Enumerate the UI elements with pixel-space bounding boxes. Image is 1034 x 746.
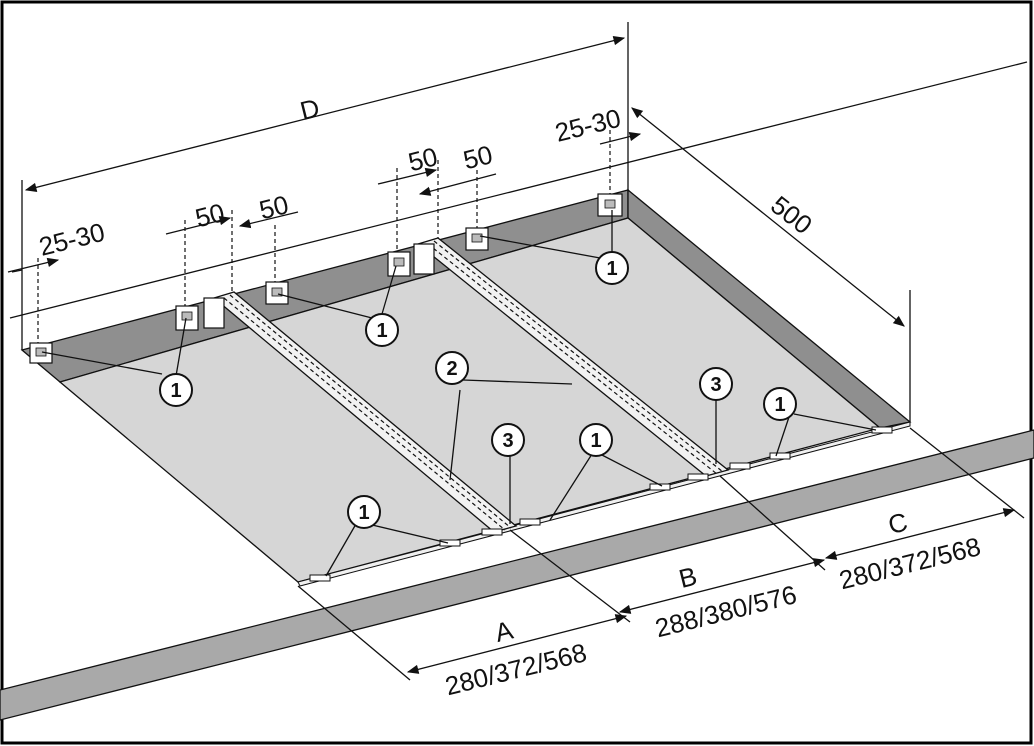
callout-clip-label: 1 [358, 502, 369, 524]
callout-bracket-2: 3 [700, 368, 732, 400]
callout-clip-2: 1 [366, 314, 398, 346]
callout-clip-label: 1 [774, 394, 785, 416]
clip-back-3 [204, 298, 224, 328]
callout-bracket-label: 3 [502, 430, 513, 452]
callout-clip-6: 1 [348, 496, 380, 528]
clip-back-8 [598, 194, 622, 216]
callout-bracket-label: 3 [710, 374, 721, 396]
clip-back-7 [466, 228, 488, 250]
callout-clip-3: 1 [596, 252, 628, 284]
callout-clip-label: 1 [376, 320, 387, 342]
callout-clip-label: 1 [606, 258, 617, 280]
clip-back-2 [176, 306, 198, 330]
callout-clip-label: 1 [170, 380, 181, 402]
callout-clip-1: 1 [160, 374, 192, 406]
callout-clip-label: 1 [590, 430, 601, 452]
clip-back-6 [414, 244, 434, 274]
clip-back-4 [266, 282, 288, 304]
callout-rail: 2 [436, 352, 468, 384]
callout-clip-4: 1 [764, 388, 796, 420]
callout-bracket-1: 3 [492, 424, 524, 456]
clip-back-5 [388, 252, 410, 276]
callout-rail-label: 2 [446, 358, 457, 380]
callout-clip-5: 1 [580, 424, 612, 456]
